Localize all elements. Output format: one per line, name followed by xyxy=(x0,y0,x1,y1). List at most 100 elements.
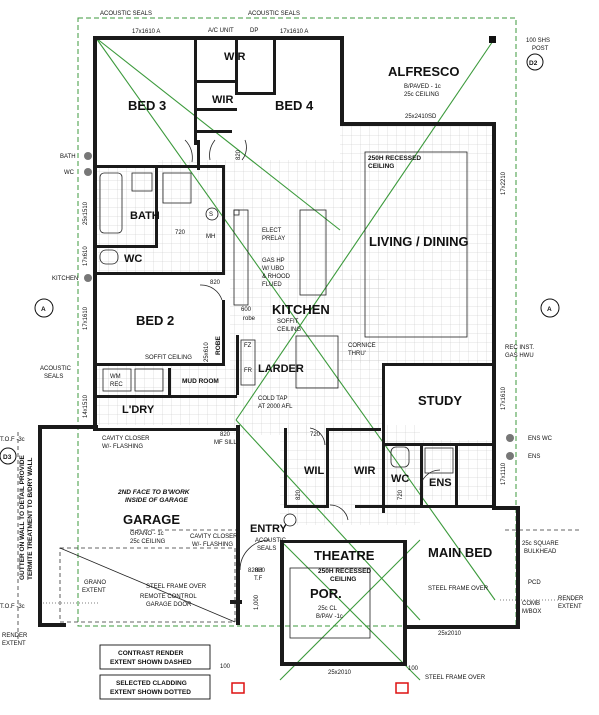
note-w-flashing-1: W/- FLASHING xyxy=(102,444,143,450)
win-25x610: 25x610 xyxy=(204,342,210,362)
note-sq-bulkhead-1: 25c SQUARE xyxy=(522,541,559,547)
green-guides xyxy=(77,17,517,681)
door-swings xyxy=(184,139,441,571)
room-label-robe: ROBE xyxy=(215,336,222,355)
note-cold-tap-2: AT 2000 AFL xyxy=(258,404,293,410)
win-17x610: 17x610 xyxy=(83,246,89,266)
note-ens: ENS xyxy=(528,454,540,460)
note-d3: D3 xyxy=(3,454,12,461)
room-label-mud-room: MUD ROOM xyxy=(182,378,219,385)
render-extent-dashed xyxy=(17,432,580,640)
note-theatre-recess-1: 250H RECESSED xyxy=(318,568,371,575)
note-window-a-left: 17x1610 A xyxy=(132,29,160,35)
legend-line-3: SELECTED CLADDING xyxy=(116,680,187,687)
note-garage-floor: GRANO - 1c xyxy=(130,531,164,537)
dim-820-c: 820 xyxy=(236,149,242,160)
note-remote-1: REMOTE CONTROL xyxy=(140,594,197,600)
legend-line-1: CONTRAST RENDER xyxy=(118,650,184,657)
note-ceiling: CEILING xyxy=(277,327,301,333)
note-tf: T.F xyxy=(254,576,263,582)
note-garage-ceiling: 25c CEILING xyxy=(130,539,166,545)
dim-3x820: 820 xyxy=(255,568,266,574)
fixtures xyxy=(99,151,468,639)
note-recessed-ceiling-1: 250H RECESSED xyxy=(368,155,421,162)
room-label-main-bed: MAIN BED xyxy=(428,545,492,560)
note-gutter-1: GUTTER ON WALL TO DETAIL PROVIDE xyxy=(19,455,26,580)
note-second-face-2: INSIDE OF GARAGE xyxy=(125,497,189,504)
annotations: ACOUSTIC SEALS ACOUSTIC SEALS 17x1610 A … xyxy=(0,11,584,681)
note-thru: THRU' xyxy=(348,351,366,357)
note-soffit: SOFFIT xyxy=(277,319,299,325)
note-side-kitchen: KITCHEN xyxy=(52,276,78,282)
note-acoustic-seals-left: ACOUSTIC SEALS xyxy=(100,11,152,17)
win-17x1610-right: 17x1610 xyxy=(501,386,507,410)
legend xyxy=(99,644,211,700)
room-label-wir-mid: WIR xyxy=(212,94,233,106)
room-label-bed2: BED 2 xyxy=(136,313,174,328)
dim-600: 600 xyxy=(241,307,252,313)
note-alfresco-floor: B/PAVED - 1c xyxy=(404,84,441,90)
note-steel-frame-1: STEEL FRAME OVER xyxy=(146,584,207,590)
note-dp: DP xyxy=(250,28,258,34)
win-17x1610-left: 17x1610 xyxy=(83,306,89,330)
note-cornice: CORNICE xyxy=(348,343,376,349)
tiled-floor xyxy=(96,123,495,525)
dim-1000: 1,000 xyxy=(254,594,260,610)
dim-robe: robe xyxy=(243,316,256,322)
note-tof-2: T.O.F -3c xyxy=(0,604,25,610)
win-17x2210: 17x2210 xyxy=(501,171,507,195)
room-label-por: POR. xyxy=(310,586,342,601)
note-uso: W/ UBO xyxy=(262,266,284,272)
note-ac-unit: A/C UNIT xyxy=(208,28,234,34)
note-theatre-recess-2: CEILING xyxy=(330,576,356,583)
legend-line-4: EXTENT SHOWN DOTTED xyxy=(110,689,191,696)
note-cold-tap: COLD TAP xyxy=(258,396,287,402)
note-cavity-closer-1: CAVITY CLOSER xyxy=(102,436,150,442)
room-label-study: STUDY xyxy=(418,393,462,408)
win-14x1510: 14x1510 xyxy=(83,394,89,418)
note-window-25x2410: 25x2410SD xyxy=(405,114,437,120)
room-label-ldry: L'DRY xyxy=(122,404,155,416)
room-label-bed4: BED 4 xyxy=(275,98,314,113)
room-label-kitchen: KITCHEN xyxy=(272,302,330,317)
interior-walls xyxy=(97,40,492,513)
room-label-bed3: BED 3 xyxy=(128,98,166,113)
note-d2: D2 xyxy=(529,60,538,67)
note-window-a-right: 17x1610 A xyxy=(280,29,308,35)
note-fr: FR xyxy=(244,368,253,374)
dim-720-b: 720 xyxy=(310,432,321,438)
note-second-face-1: 2ND FACE TO B'WORK xyxy=(117,489,191,496)
garage-door xyxy=(59,547,236,623)
note-fz: FZ xyxy=(244,343,252,349)
note-soffit-ceiling: SOFFIT CEILING xyxy=(145,355,192,361)
note-render-extent-left-1: RENDER xyxy=(2,633,28,639)
note-render-extent-left-2: EXTENT xyxy=(2,641,26,647)
note-grano-extent-1: GRANO xyxy=(84,580,106,586)
note-render-extent-right-1: RENDER xyxy=(558,596,584,602)
room-label-living: LIVING / DINING xyxy=(369,234,469,249)
note-s-symbol: S xyxy=(209,212,213,218)
note-rec-inst: REC INST. xyxy=(505,345,534,351)
note-acoustic-seals-right: ACOUSTIC SEALS xyxy=(248,11,300,17)
dim-820-b: 820 xyxy=(296,489,302,500)
dim-720-a: 720 xyxy=(175,230,186,236)
note-seals-entry: SEALS xyxy=(257,546,276,552)
exterior-walls xyxy=(38,36,520,666)
note-tof-1: T.O.F -3c xyxy=(0,437,25,443)
note-steel-frame-2: STEEL FRAME OVER xyxy=(428,586,489,592)
note-por-ceiling: 25c CL xyxy=(318,606,338,612)
note-sq-bulkhead-2: BULKHEAD xyxy=(524,549,557,555)
note-elect: ELECT xyxy=(262,228,282,234)
room-label-theatre: THEATRE xyxy=(314,548,375,563)
room-label-entry: ENTRY xyxy=(250,523,288,535)
section-markers xyxy=(0,53,560,527)
room-label-wir-top: WIR xyxy=(224,51,245,63)
note-gas-hwu: GAS HWU xyxy=(505,353,534,359)
note-mf-sill: MF SILL xyxy=(214,440,237,446)
room-label-ens: ENS xyxy=(429,477,452,489)
note-w-flashing-2: W/- FLASHING xyxy=(192,542,233,548)
room-label-wc2: WC xyxy=(391,473,409,485)
dim-100-a: 100 xyxy=(220,664,231,670)
